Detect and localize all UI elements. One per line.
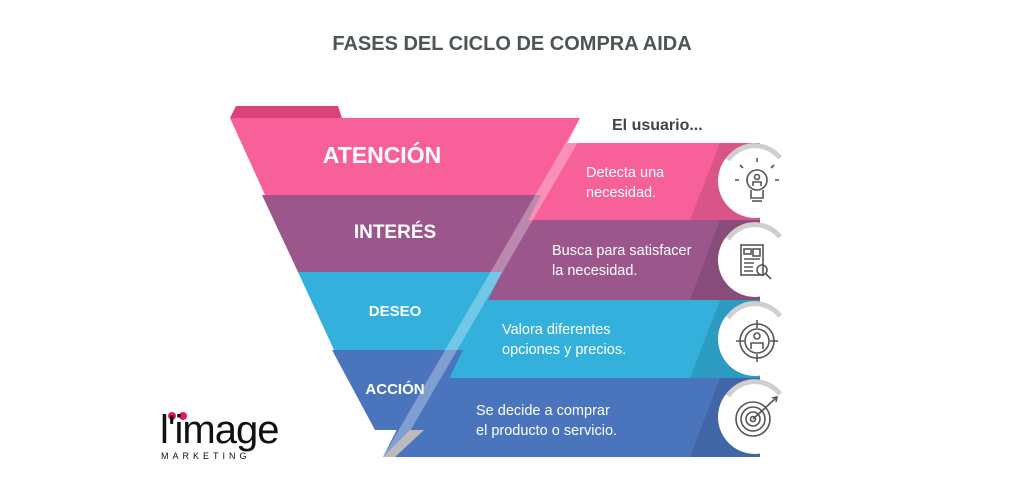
logo-subtitle: MARKETING	[161, 451, 251, 461]
document-search-icon	[740, 244, 772, 280]
dartboard-icon	[735, 395, 779, 437]
desc-line: Se decide a comprar	[476, 403, 610, 419]
band-accion	[383, 378, 760, 457]
subtitle: El usuario...	[612, 117, 703, 134]
page-title: FASES DEL CICLO DE COMPRA AIDA	[332, 33, 692, 55]
stage-label-interes: INTERÉS	[353, 222, 437, 243]
logo-dot	[168, 412, 176, 420]
stage-desc-accion: Se decide a comprar el producto o servic…	[476, 401, 617, 441]
desc-line: la necesidad.	[552, 263, 638, 279]
stage-desc-atencion: Detecta una necesidad.	[586, 163, 664, 203]
desc-line: Busca para satisfacer	[552, 243, 692, 259]
funnel-atencion	[230, 118, 580, 195]
stage-label-deseo: DESEO	[368, 303, 422, 320]
lightbulb-person-icon	[735, 158, 779, 202]
desc-line: el producto o servicio.	[476, 423, 618, 439]
desc-line: necesidad.	[586, 185, 657, 201]
stage-label-accion: ACCIÓN	[365, 381, 425, 398]
funnel-deseo	[298, 272, 502, 350]
stage-label-atencion: ATENCIÓN	[322, 142, 442, 168]
band-deseo	[423, 300, 760, 378]
desc-line: Valora diferentes	[502, 322, 611, 338]
target-person-icon	[736, 320, 778, 362]
funnel-accion	[332, 350, 463, 430]
band-atencion	[502, 143, 760, 220]
logo-dot	[179, 412, 187, 420]
stage-desc-deseo: Valora diferentes opciones y precios.	[502, 320, 626, 360]
stage-desc-interes: Busca para satisfacer la necesidad.	[552, 241, 691, 281]
icon-circles	[718, 144, 792, 454]
desc-line: Detecta una	[586, 165, 665, 181]
logo-wordmark: l'image	[160, 408, 279, 452]
desc-line: opciones y precios.	[502, 342, 627, 358]
band-interes	[462, 220, 760, 300]
funnel-interes	[262, 195, 541, 272]
